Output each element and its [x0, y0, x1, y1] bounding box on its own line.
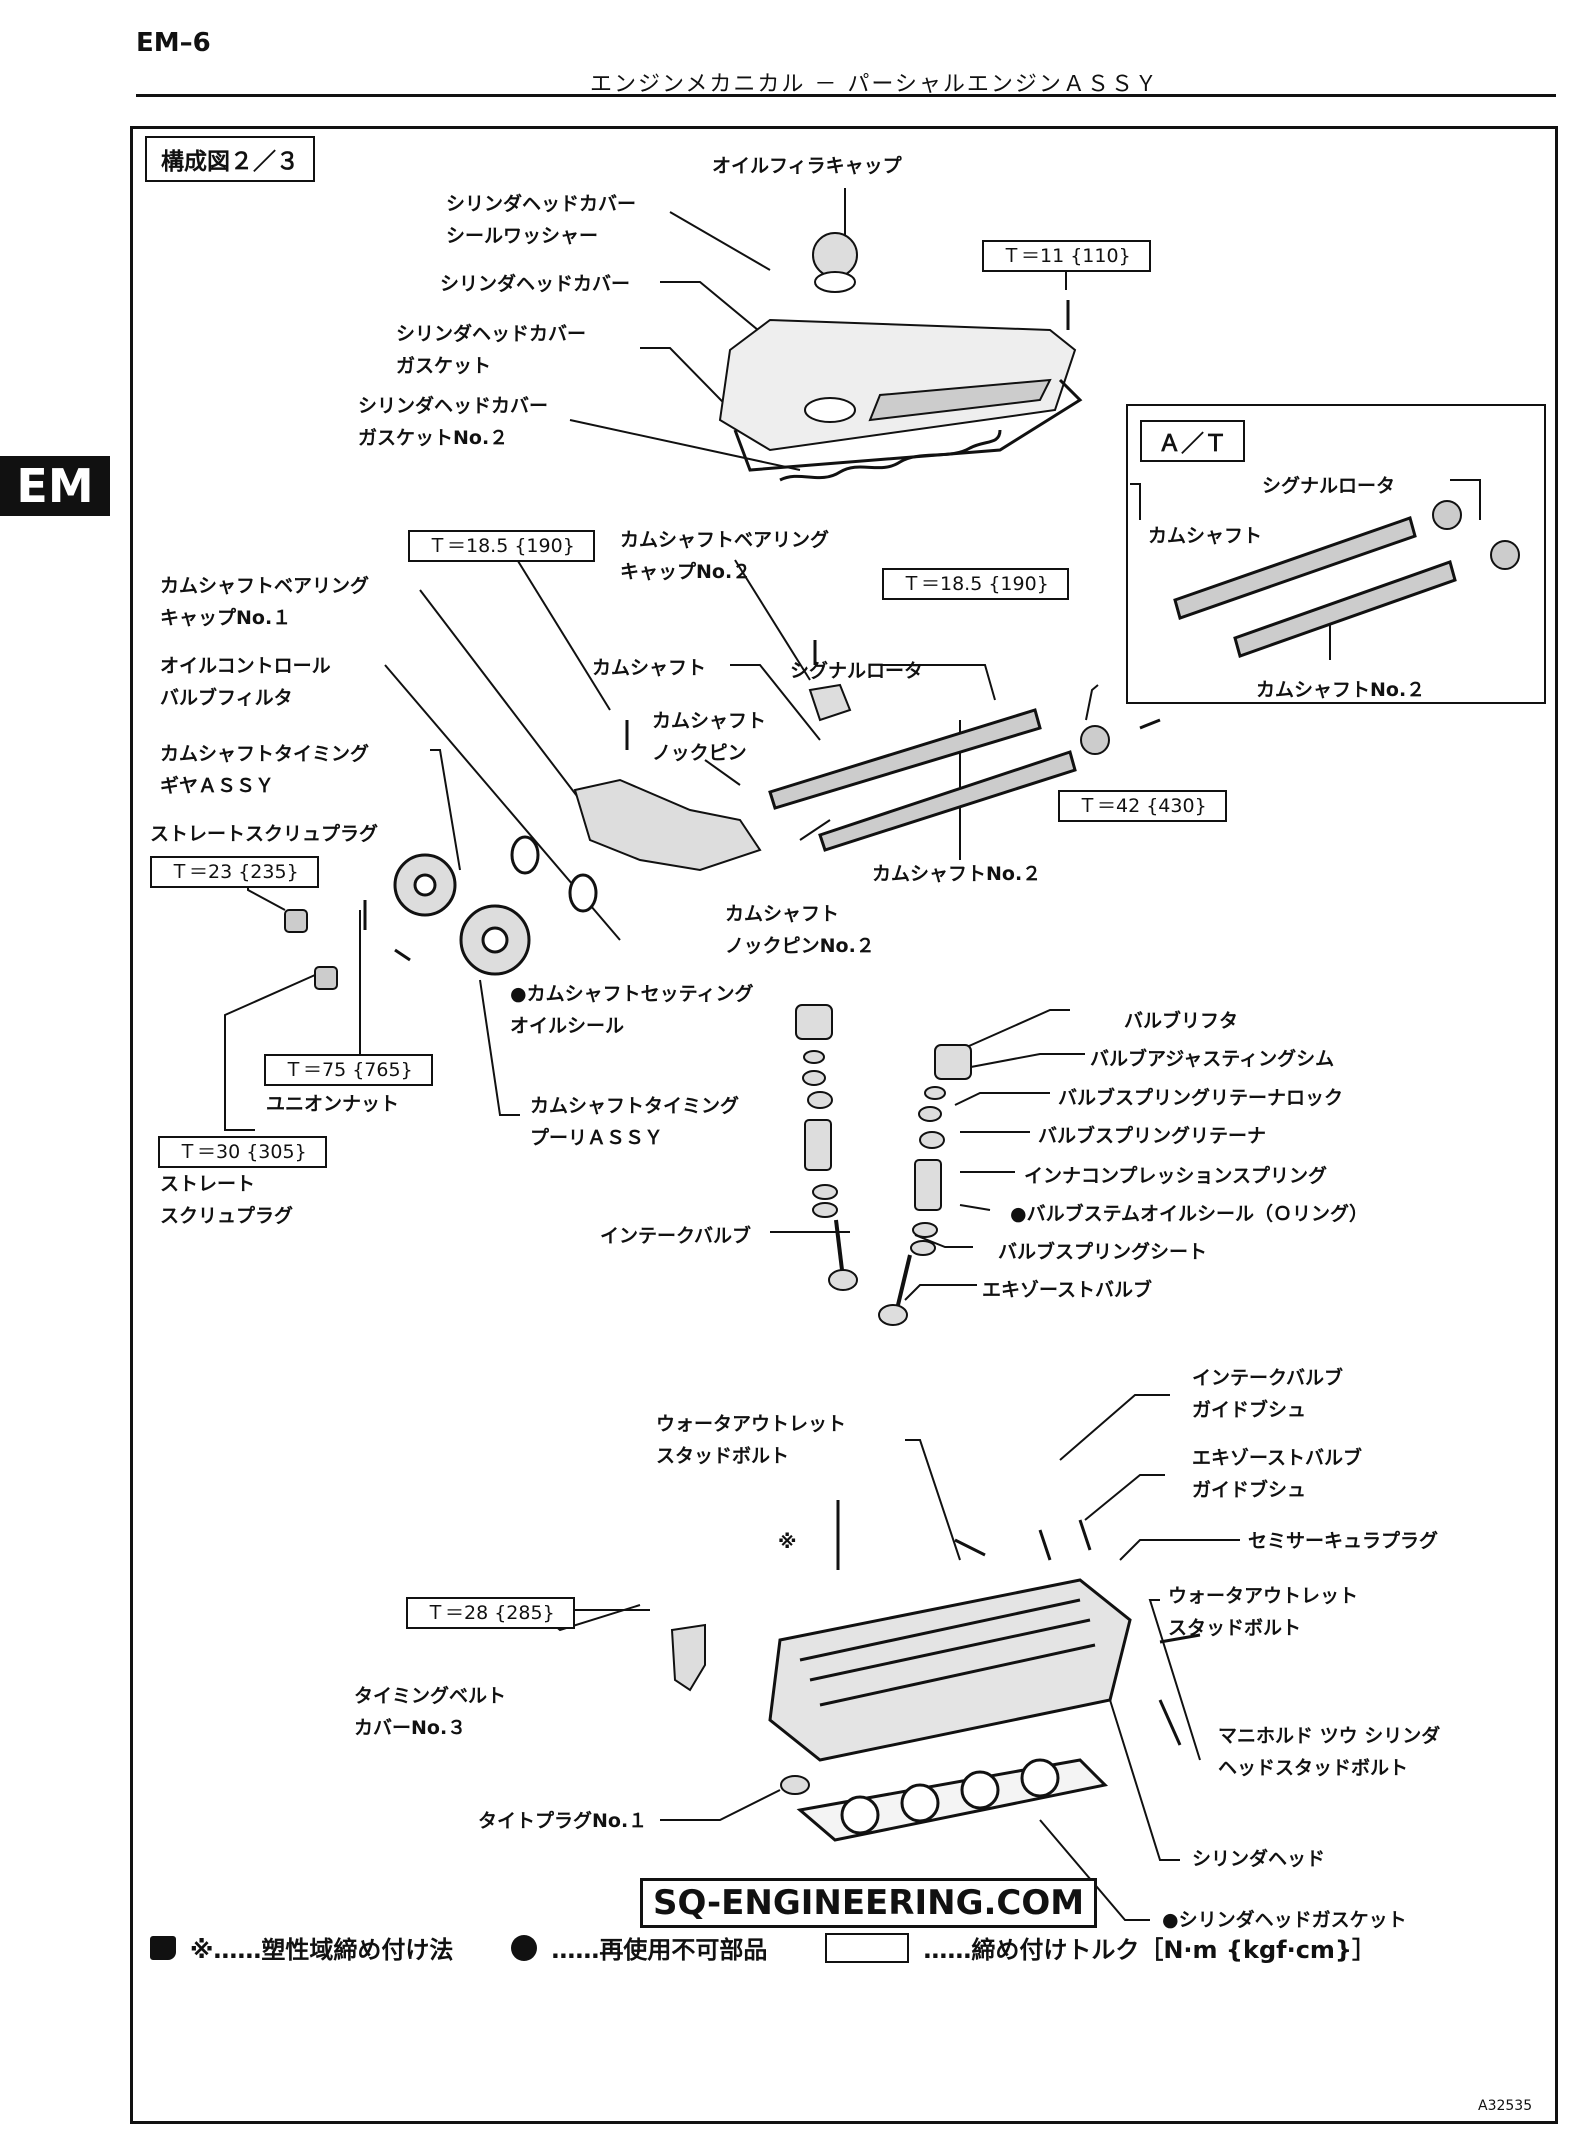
figure-code: A32535 [1478, 2098, 1533, 2114]
at-label-camshaft-no2: カムシャフトNo.２ [1256, 679, 1426, 701]
label-cylinder-head-gasket: ●シリンダヘッドガスケット [1162, 1909, 1407, 1931]
label-intake-guide-bush: インテークバルブ ガイドブシュ [1192, 1367, 1344, 1421]
legend-torque: ……締め付けトルク［N·m {kgf·cm}］ [923, 1936, 1377, 1964]
label-exhaust-guide-bush: エキゾーストバルブ ガイドブシュ [1192, 1447, 1363, 1501]
torque-box: Ｔ＝18.5 {190} [408, 530, 595, 562]
label-head-cover-gasket: シリンダヘッドカバー ガスケット [396, 323, 587, 377]
label-camshaft-no2: カムシャフトNo.２ [872, 863, 1042, 885]
legend-plastic-region: ※……塑性域締め付け法 [190, 1936, 454, 1964]
head-cover-gasket-icon [733, 378, 1083, 482]
label-straight-plug-top: ストレートスクリュプラグ [150, 823, 379, 845]
manual-icon [150, 1935, 176, 1960]
label-semi-circular-plug: セミサーキュラプラグ [1248, 1530, 1439, 1552]
diagram-id: 構成図２／３ [145, 136, 315, 182]
label-ocv-filter: オイルコントロール バルブフィルタ [160, 655, 331, 709]
label-water-outlet-stud-right: ウォータアウトレット スタッドボルト [1168, 1585, 1359, 1639]
label-cam-bearing-cap-no1: カムシャフトベアリング キャップNo.１ [160, 575, 370, 629]
header-rule [136, 94, 1556, 97]
at-label-camshaft: カムシャフト [1148, 525, 1263, 547]
label-cylinder-head: シリンダヘッド [1192, 1848, 1326, 1870]
torque-box-icon [825, 1932, 910, 1963]
watermark: SQ-ENGINEERING.COM [640, 1878, 1098, 1928]
torque-box: Ｔ＝42 {430} [1058, 790, 1227, 822]
label-head-cover: シリンダヘッドカバー [440, 273, 631, 295]
side-tab: EM [0, 456, 110, 516]
label-timing-belt-cover-no3: タイミングベルト カバーNo.３ [354, 1685, 507, 1739]
at-label-signal-rotor: シグナルロータ [1262, 475, 1396, 497]
torque-box: Ｔ＝75 {765} [264, 1054, 433, 1086]
label-retainer: バルブスプリングリテーナ [1038, 1125, 1267, 1147]
timing-gear-icon [393, 853, 531, 976]
label-cam-timing-gear: カムシャフトタイミング ギヤＡＳＳＹ [160, 743, 370, 797]
legend: ※……塑性域締め付け法 ……再使用不可部品 ……締め付けトルク［N·m {kgf… [150, 1930, 1376, 1965]
section-title: エンジンメカニカル － パーシャルエンジンＡＳＳＹ [590, 72, 1159, 97]
label-signal-rotor: シグナルロータ [790, 660, 924, 682]
label-inner-spring: インナコンプレッションスプリング [1024, 1165, 1328, 1187]
label-valve-lifter: バルブリフタ [1124, 1010, 1239, 1032]
oil-seal-icon [510, 835, 598, 913]
torque-box: Ｔ＝30 {305} [158, 1136, 327, 1168]
label-manifold-stud: マニホルド ツウ シリンダ ヘッドスタッドボルト [1218, 1725, 1441, 1779]
page-code: EM–6 [136, 28, 211, 58]
label-cam-knock-pin: カムシャフト ノックピン [652, 710, 767, 764]
intake-valve-stack-icon [795, 1004, 858, 1291]
head-cover-icon [718, 318, 1077, 452]
label-tight-plug-no1: タイトプラグNo.１ [478, 1810, 648, 1832]
plastic-region-mark: ※ [778, 1531, 797, 1553]
signal-rotor-icon [1080, 500, 1520, 755]
label-cam-timing-pulley: カムシャフトタイミング プーリＡＳＳＹ [530, 1095, 740, 1149]
torque-box: Ｔ＝28 {285} [406, 1597, 575, 1629]
label-union-nut: ユニオンナット [266, 1093, 400, 1115]
torque-box: Ｔ＝23 {235} [150, 856, 319, 888]
label-cam-setting-oil-seal: ●カムシャフトセッティング オイルシール [510, 983, 754, 1037]
label-cam-knock-pin-no2: カムシャフト ノックピンNo.２ [725, 903, 875, 957]
label-water-outlet-stud-top: ウォータアウトレット スタッドボルト [656, 1413, 847, 1467]
filled-circle-icon [511, 1934, 538, 1961]
oil-filler-cap-icon [812, 232, 858, 293]
at-inset-title: Ａ／Ｔ [1140, 420, 1245, 462]
label-retainer-lock: バルブスプリングリテーナロック [1058, 1087, 1344, 1109]
label-head-cover-seal-washer: シリンダヘッドカバー シールワッシャー [446, 193, 637, 247]
torque-box: Ｔ＝18.5 {190} [882, 568, 1069, 600]
label-stem-oil-seal: ●バルブステムオイルシール（Ｏリング） [1010, 1203, 1369, 1225]
label-head-cover-gasket-no2: シリンダヘッドカバー ガスケットNo.２ [358, 395, 549, 449]
label-oil-filler-cap: オイルフィラキャップ [712, 155, 902, 177]
label-cam-bearing-cap-no2: カムシャフトベアリング キャップNo.２ [620, 529, 830, 583]
timing-belt-cover-icon [670, 1623, 706, 1692]
torque-box: Ｔ＝11 {110} [982, 240, 1151, 272]
exhaust-valve-stack-icon [878, 1044, 972, 1326]
diagram-frame [130, 126, 1558, 2124]
bolt-icon [363, 300, 1201, 1746]
label-straight-plug-bottom: ストレート スクリュプラグ [160, 1173, 294, 1227]
label-intake-valve: インテークバルブ [600, 1225, 752, 1247]
at-inset-box [1126, 404, 1546, 704]
label-adjusting-shim: バルブアジャスティングシム [1090, 1048, 1335, 1070]
legend-non-reusable: ……再使用不可部品 [551, 1936, 768, 1964]
label-spring-seat: バルブスプリングシート [998, 1241, 1208, 1263]
cam-bearing-cap-icon [573, 683, 852, 872]
tight-plug-icon [780, 1775, 810, 1795]
head-gasket-icon [796, 1758, 1109, 1842]
cylinder-head-icon [768, 1578, 1132, 1762]
label-exhaust-valve: エキゾーストバルブ [982, 1279, 1153, 1301]
label-camshaft: カムシャフト [592, 657, 707, 679]
camshaft-icon [768, 516, 1457, 852]
plug-icon [284, 909, 338, 990]
